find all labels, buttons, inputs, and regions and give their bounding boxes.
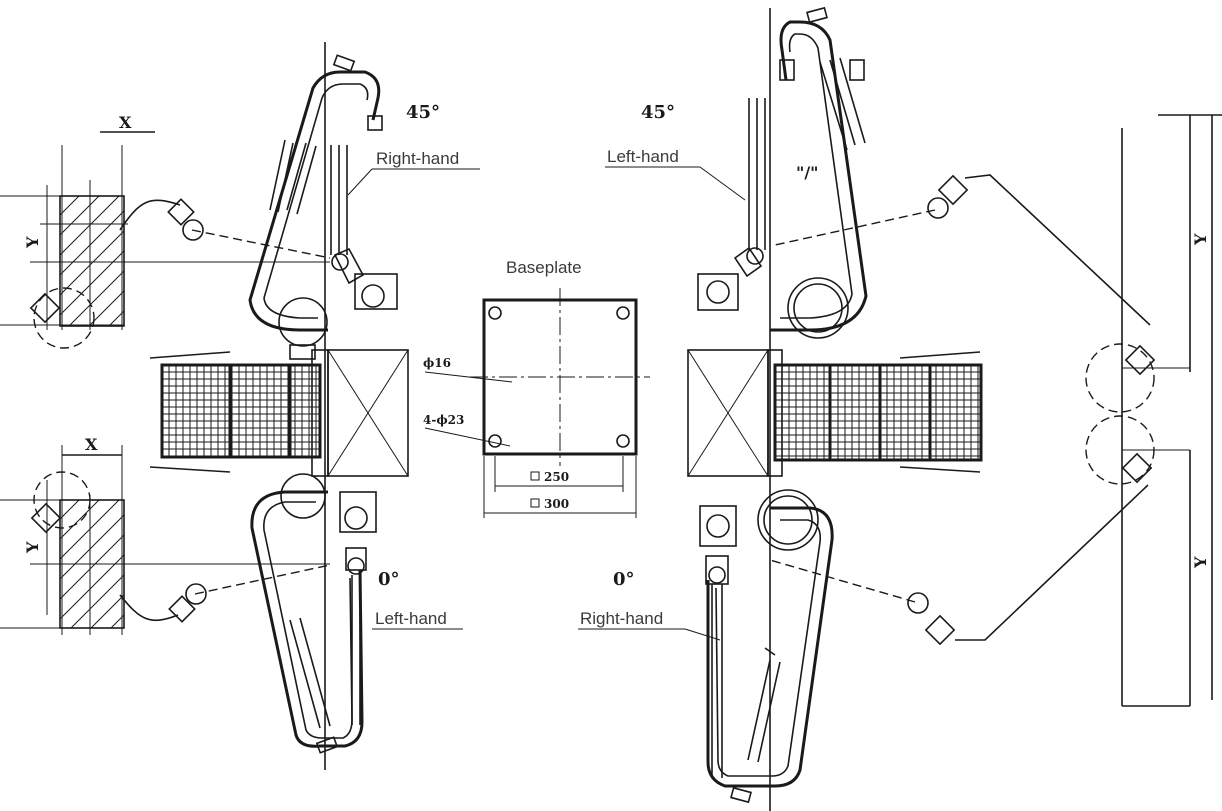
right-station-box xyxy=(687,349,769,477)
left-station-box xyxy=(327,349,409,477)
robot-tr-mark: "/" xyxy=(796,163,819,182)
robot-tl-tool xyxy=(361,284,385,308)
left-top-hatch xyxy=(59,195,125,327)
right-conveyor xyxy=(767,349,983,477)
right-tables: Y Y xyxy=(1085,114,1222,707)
x-axis-label-bottom: X xyxy=(85,435,98,454)
left-conveyor-grid xyxy=(161,364,320,457)
left-bottom-hatch xyxy=(59,499,125,629)
cable-bottom-left xyxy=(119,564,331,623)
square-symbol-250 xyxy=(530,471,540,481)
left-conveyor xyxy=(149,349,329,477)
baseplate xyxy=(424,288,650,518)
robot-tr-tool xyxy=(706,280,730,304)
y-axis-label-bottom: Y xyxy=(23,541,42,554)
left-top-table: X Y xyxy=(0,113,330,349)
hole-spec-label: 4-ϕ23 xyxy=(423,413,464,427)
x-axis-label-top: X xyxy=(119,113,132,132)
baseplate-hole-2 xyxy=(616,306,630,320)
baseplate-label: Baseplate xyxy=(506,258,582,277)
baseplate-hole-3 xyxy=(488,434,502,448)
cable-top-left xyxy=(119,198,331,259)
robot-bl-tool xyxy=(344,506,368,530)
hand-label-top-right: Left-hand xyxy=(607,147,679,166)
baseplate-hole-1 xyxy=(488,306,502,320)
baseplate-hole-4 xyxy=(616,434,630,448)
hand-label-top-left: Right-hand xyxy=(376,149,459,168)
y-axis-label-top: Y xyxy=(23,236,42,249)
robot-br-tool xyxy=(706,514,730,538)
robot-br-base xyxy=(757,489,819,551)
robot-bl-base xyxy=(280,473,326,519)
robot-top-right: "/" xyxy=(697,6,868,339)
y-axis-label-right-top: Y xyxy=(1191,233,1210,246)
angle-label-top-left: 45° xyxy=(406,102,440,123)
angle-label-bottom-left: 0° xyxy=(378,569,400,590)
angle-label-top-right: 45° xyxy=(641,102,675,123)
hand-label-bottom-left: Left-hand xyxy=(375,609,447,628)
angle-label-bottom-right: 0° xyxy=(613,569,635,590)
robot-tr-base xyxy=(787,277,849,339)
left-bottom-table: X Y xyxy=(0,435,330,635)
y-axis-label-right-bottom: Y xyxy=(1191,556,1210,569)
bolt-diameter-label: ϕ16 xyxy=(423,356,451,370)
cable-bottom-right xyxy=(769,484,1149,646)
cable-top-right xyxy=(774,174,1151,326)
outer-square-dimension: 300 xyxy=(544,497,569,511)
hand-label-bottom-right: Right-hand xyxy=(580,609,663,628)
square-symbol-300 xyxy=(530,498,540,508)
inner-square-dimension: 250 xyxy=(544,470,569,484)
robot-bottom-left xyxy=(250,473,377,754)
right-conveyor-grid xyxy=(774,364,981,460)
robot-tl-base xyxy=(278,297,328,347)
robot-top-left xyxy=(248,54,398,360)
robot-bottom-right xyxy=(699,489,834,804)
